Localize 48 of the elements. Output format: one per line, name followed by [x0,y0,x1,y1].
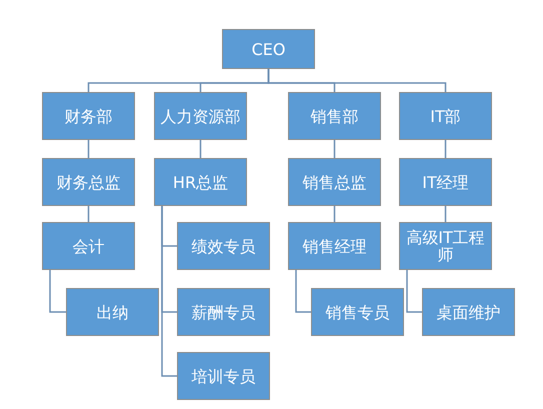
connector-line [406,270,422,313]
org-box [422,288,515,336]
position-label: 绩效专员 [192,238,256,254]
org-box [311,288,404,336]
connector-line [444,140,446,158]
org-box [222,29,315,69]
position-label: 高级IT工程师 [405,229,486,263]
org-box [399,158,492,206]
org-box [42,158,135,206]
position-label: 桌面维护 [436,304,500,320]
position-label: 出纳 [96,304,128,320]
position-label: 财务总监 [56,174,120,190]
org-box [399,92,492,140]
org-box [66,288,159,336]
position-label: 薪酬专员 [192,304,256,320]
position-label: 财务部 [64,108,112,124]
position-label: 销售总监 [302,174,366,190]
org-box [42,222,135,270]
org-box [288,92,381,140]
connector-line [88,140,90,158]
org-box [288,158,381,206]
org-box [399,222,492,270]
org-box [154,158,247,206]
org-box [154,92,247,140]
org-box [177,288,270,336]
position-label: 人力资源部 [160,108,240,124]
position-label: 销售部 [310,108,358,124]
connector-line [334,206,336,222]
position-label: 销售专员 [326,304,390,320]
org-box [42,92,135,140]
connector-line [161,206,177,377]
position-label: IT经理 [422,174,469,190]
connector-line [295,270,311,313]
position-label: HR总监 [172,174,228,190]
connector-line [334,140,336,158]
org-box [288,222,381,270]
connector-line [88,206,90,222]
connector-line [444,206,446,222]
position-label: 会计 [72,238,104,254]
position-label: 培训专员 [192,368,256,384]
org-box [177,352,270,400]
position-label: 销售经理 [302,238,366,254]
org-box [177,222,270,270]
position-label: CEO [252,40,286,58]
connector-line [200,140,202,158]
position-label: IT部 [430,108,461,124]
connector-line [49,270,66,313]
connector-line [268,69,446,92]
